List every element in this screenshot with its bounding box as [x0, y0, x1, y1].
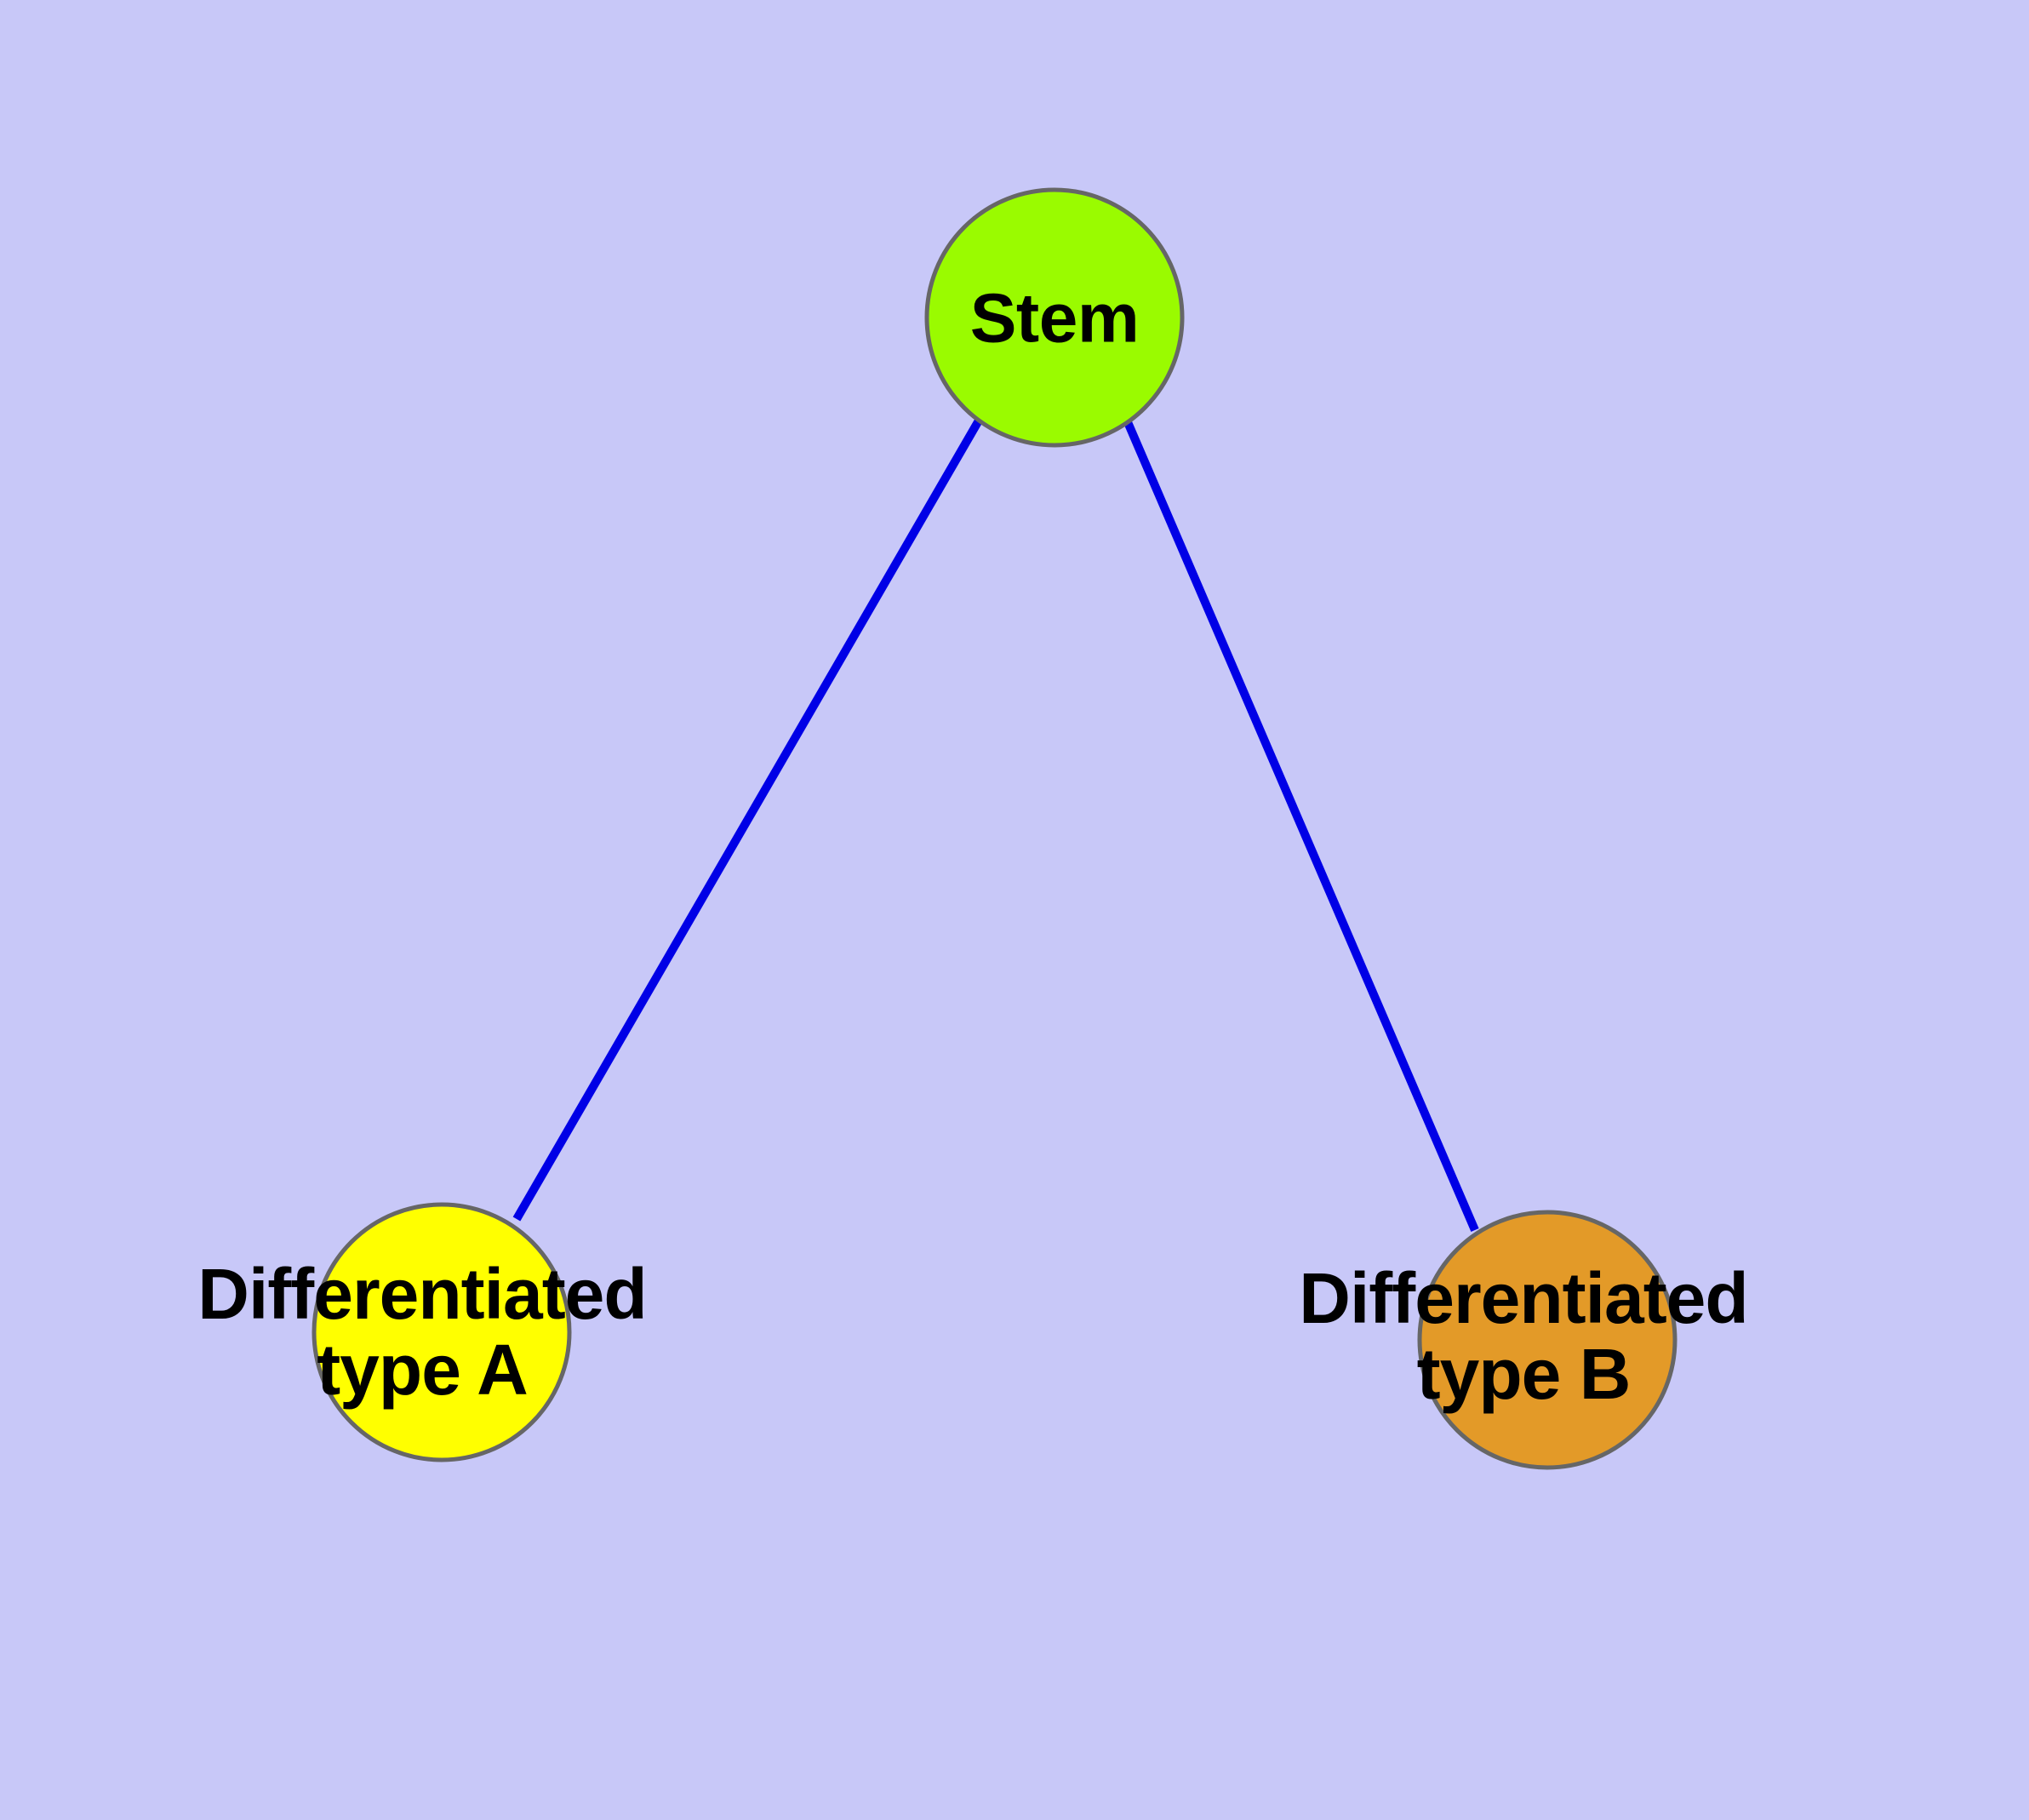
node-layer [311, 187, 1677, 1470]
node-differentiated-type-b[interactable] [1417, 1210, 1677, 1470]
node-differentiated-type-a[interactable] [311, 1202, 572, 1462]
edge-stem-to-differentiated-type-b[interactable] [1121, 415, 1479, 1232]
edge-layer [512, 415, 1479, 1232]
edge-stem-to-differentiated-type-a[interactable] [512, 418, 983, 1222]
node-stem[interactable] [924, 187, 1185, 448]
